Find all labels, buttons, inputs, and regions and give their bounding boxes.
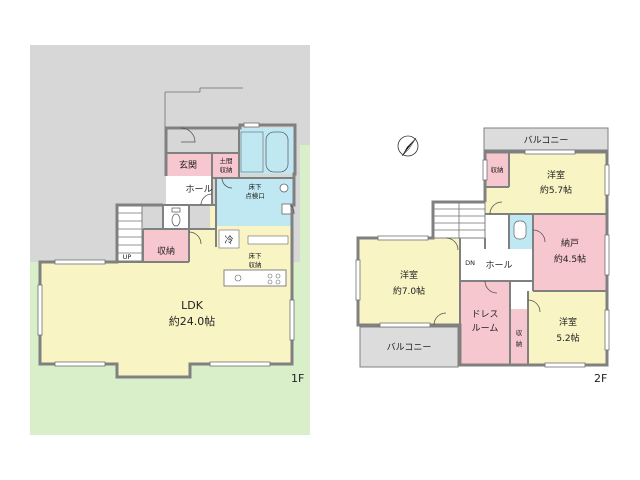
- storage-top: [485, 152, 509, 187]
- toilet-icon: [171, 213, 181, 227]
- north-arrow-icon: [397, 135, 419, 157]
- western-52-name: 洋室: [559, 316, 577, 328]
- storage-top-label: 収納: [491, 165, 504, 174]
- genkan-label: 玄関: [179, 159, 197, 171]
- storage-side-label-1: 収: [516, 329, 523, 337]
- western-57-name: 洋室: [547, 169, 565, 181]
- stair-up-label: UP: [123, 253, 132, 261]
- floor-2: バルコニー バルコニー 洋室 約5.7帖 収納 納戸 約4.5帖 洋室 約7.0…: [355, 127, 610, 385]
- closet-45-room: [533, 214, 607, 291]
- dress-room-label-2: ルーム: [472, 323, 499, 334]
- storage-1f: [143, 230, 189, 262]
- underfloor-storage-label-2: 収納: [249, 260, 262, 269]
- dress-room-label-1: ドレス: [471, 310, 498, 320]
- dress-room: [460, 281, 510, 365]
- floor-1-label: 1F: [291, 372, 304, 385]
- fridge-label: 冷: [224, 234, 233, 246]
- western-70-name: 洋室: [400, 269, 418, 281]
- hall-1f: [166, 176, 212, 205]
- underfloor-hatch-label-1: 床下: [249, 182, 263, 191]
- western-70-size: 約7.0帖: [393, 285, 425, 297]
- doma-storage-label-1: 土間: [220, 156, 233, 165]
- western-room-70: [358, 238, 460, 325]
- ldk-size-label: 約24.0帖: [169, 314, 216, 328]
- underfloor-hatch-label-2: 点検口: [245, 191, 265, 200]
- fridge-space: [218, 229, 240, 249]
- balcony-top-label: バルコニー: [524, 135, 569, 146]
- stair-dn-label: DN: [465, 259, 475, 267]
- balcony-bottom-label: バルコニー: [387, 342, 432, 353]
- ldk-name-label: LDK: [181, 299, 204, 312]
- lot-notch: [165, 88, 243, 128]
- genkan-room: [166, 153, 211, 176]
- western-52-size: 5.2帖: [556, 332, 579, 344]
- closet-45-size: 約4.5帖: [554, 253, 586, 265]
- underfloor-storage-label-1: 床下: [249, 251, 263, 260]
- doma-storage-label-2: 収納: [220, 165, 233, 174]
- storage-side-label-2: 納: [516, 339, 523, 348]
- western-room-52: [528, 291, 607, 365]
- floor-2-label: 2F: [594, 372, 607, 385]
- sink-icon: [279, 183, 289, 193]
- bathtub-icon: [265, 131, 289, 173]
- closet-45-name: 納戸: [561, 237, 579, 249]
- floor-1: 玄関 土間 収納 ホール 床下 点検口 収納 冷 床下 収納 UP LDK 約2…: [30, 45, 310, 435]
- kitchen-sink-icon: [234, 274, 242, 282]
- western-57-size: 約5.7帖: [540, 184, 572, 196]
- balcony-bottom: [359, 326, 459, 368]
- storage-1f-label: 収納: [157, 245, 175, 257]
- doma-storage-room: [212, 153, 239, 178]
- hall-2f-label: ホール: [485, 260, 512, 271]
- hall-1f-label: ホール: [185, 184, 212, 195]
- storage-side: [510, 309, 528, 365]
- toilet-icon-2f: [513, 220, 527, 240]
